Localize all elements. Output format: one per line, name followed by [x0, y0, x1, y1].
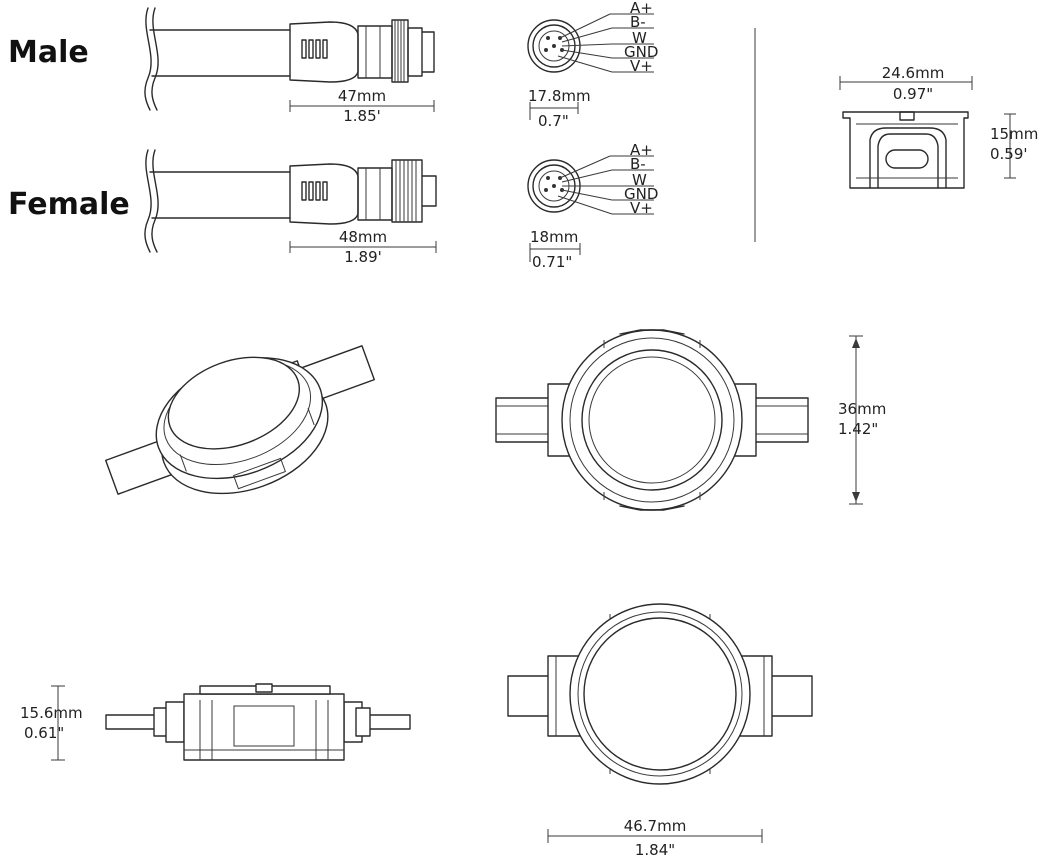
isometric-view-drawing [105, 345, 375, 495]
profile-view-height-dimension [51, 685, 65, 761]
top-view-width-mm: 46.7mm [624, 817, 687, 835]
male-diameter-dimension [529, 102, 579, 120]
profile-view-drawing [105, 683, 411, 761]
front-view-height-in: 1.42" [838, 420, 878, 438]
female-pin-v: V+ [630, 199, 653, 217]
male-diameter-in: 0.7" [538, 112, 569, 130]
male-pin-w: W [632, 29, 647, 47]
front-view-drawing [495, 329, 809, 511]
female-diameter-dimension [529, 243, 581, 262]
top-view-width-dimension [547, 829, 763, 843]
female-pin-b: B- [630, 155, 646, 173]
profile-view-height-mm: 15.6mm [20, 704, 83, 722]
female-pin-gnd: GND [624, 185, 658, 203]
male-connector-drawing [144, 7, 435, 111]
top-view-width-in: 1.84" [635, 841, 675, 859]
male-length-dimension [289, 100, 435, 112]
male-diameter-mm: 17.8mm [528, 87, 591, 105]
side-view-drawing [842, 111, 969, 189]
female-label: Female [8, 187, 130, 222]
male-pin-b: B- [630, 13, 646, 31]
side-view-height-in: 0.59' [990, 145, 1028, 163]
top-view-drawing [507, 603, 813, 785]
front-view-height-mm: 36mm [838, 400, 886, 418]
male-label: Male [8, 35, 89, 70]
female-pin-w: W [632, 171, 647, 189]
male-pin-face [527, 13, 654, 73]
side-view-width-in: 0.97" [893, 85, 933, 103]
female-pin-face [527, 155, 654, 215]
female-length-in: 1.89' [344, 248, 382, 266]
male-length-in: 1.85' [343, 107, 381, 125]
female-diameter-in: 0.71" [532, 253, 572, 271]
male-pin-gnd: GND [624, 43, 658, 61]
male-length-mm: 47mm [338, 87, 386, 105]
profile-view-height-in: 0.61" [24, 724, 64, 742]
female-length-mm: 48mm [339, 228, 387, 246]
side-view-width-dimension [839, 76, 973, 90]
side-view-height-dimension [1004, 113, 1016, 179]
side-view-height-mm: 15mm [990, 125, 1038, 143]
male-pin-a: A+ [630, 0, 653, 17]
female-pin-a: A+ [630, 141, 653, 159]
female-length-dimension [289, 241, 437, 253]
female-connector-drawing [144, 149, 437, 253]
female-diameter-mm: 18mm [530, 228, 578, 246]
male-pin-v: V+ [630, 57, 653, 75]
side-view-width-mm: 24.6mm [882, 64, 945, 82]
front-view-height-dimension [849, 335, 863, 505]
